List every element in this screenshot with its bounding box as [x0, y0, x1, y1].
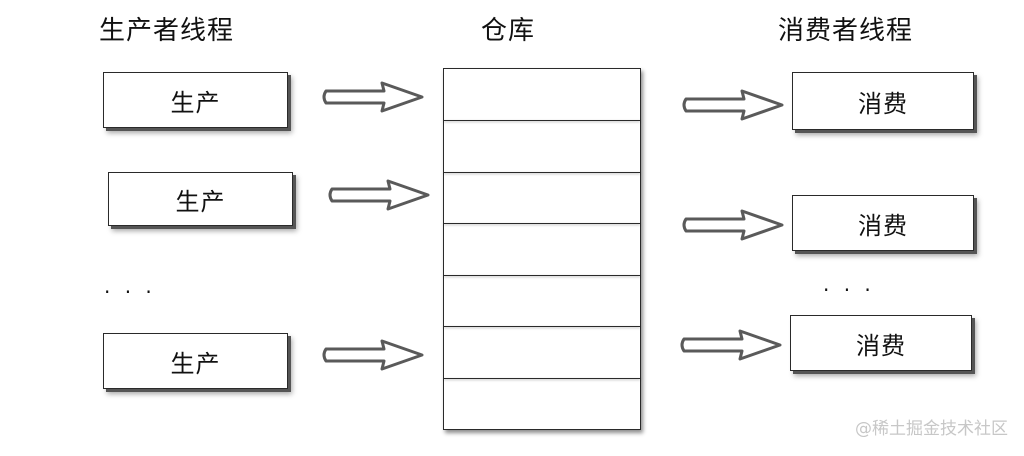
warehouse-buffer: [443, 68, 641, 430]
consumer-threads-heading: 消费者线程: [778, 16, 914, 46]
right-arrow-icon: [322, 81, 424, 113]
warehouse-slot-divider: [444, 120, 640, 121]
consumer-box: 消费: [790, 315, 972, 371]
producer-ellipsis: · · ·: [104, 280, 156, 304]
producer-label: 生产: [170, 88, 221, 117]
producer-box: 生产: [108, 172, 293, 226]
consumer-ellipsis: · · ·: [823, 278, 875, 302]
right-arrow-icon: [680, 329, 782, 361]
warehouse-slot-divider: [444, 223, 640, 224]
producer-box: 生产: [103, 72, 288, 128]
warehouse-slot-divider: [444, 172, 640, 173]
consumer-box: 消费: [792, 72, 974, 130]
warehouse-heading: 仓库: [481, 16, 536, 46]
producer-label: 生产: [170, 349, 221, 378]
right-arrow-icon: [322, 339, 424, 371]
warehouse-slot-divider: [444, 378, 640, 379]
warehouse-slot-divider: [444, 326, 640, 327]
producer-label: 生产: [175, 187, 226, 216]
consumer-label: 消费: [858, 89, 908, 118]
consumer-label: 消费: [856, 331, 906, 360]
right-arrow-icon: [682, 209, 784, 241]
producer-threads-heading: 生产者线程: [99, 16, 235, 46]
warehouse-slot-divider: [444, 275, 640, 276]
producer-box: 生产: [103, 333, 288, 389]
right-arrow-icon: [682, 89, 784, 121]
right-arrow-icon: [328, 179, 430, 211]
consumer-box: 消费: [792, 195, 974, 251]
watermark-text: @稀土掘金技术社区: [855, 419, 1008, 439]
consumer-label: 消费: [858, 211, 908, 240]
